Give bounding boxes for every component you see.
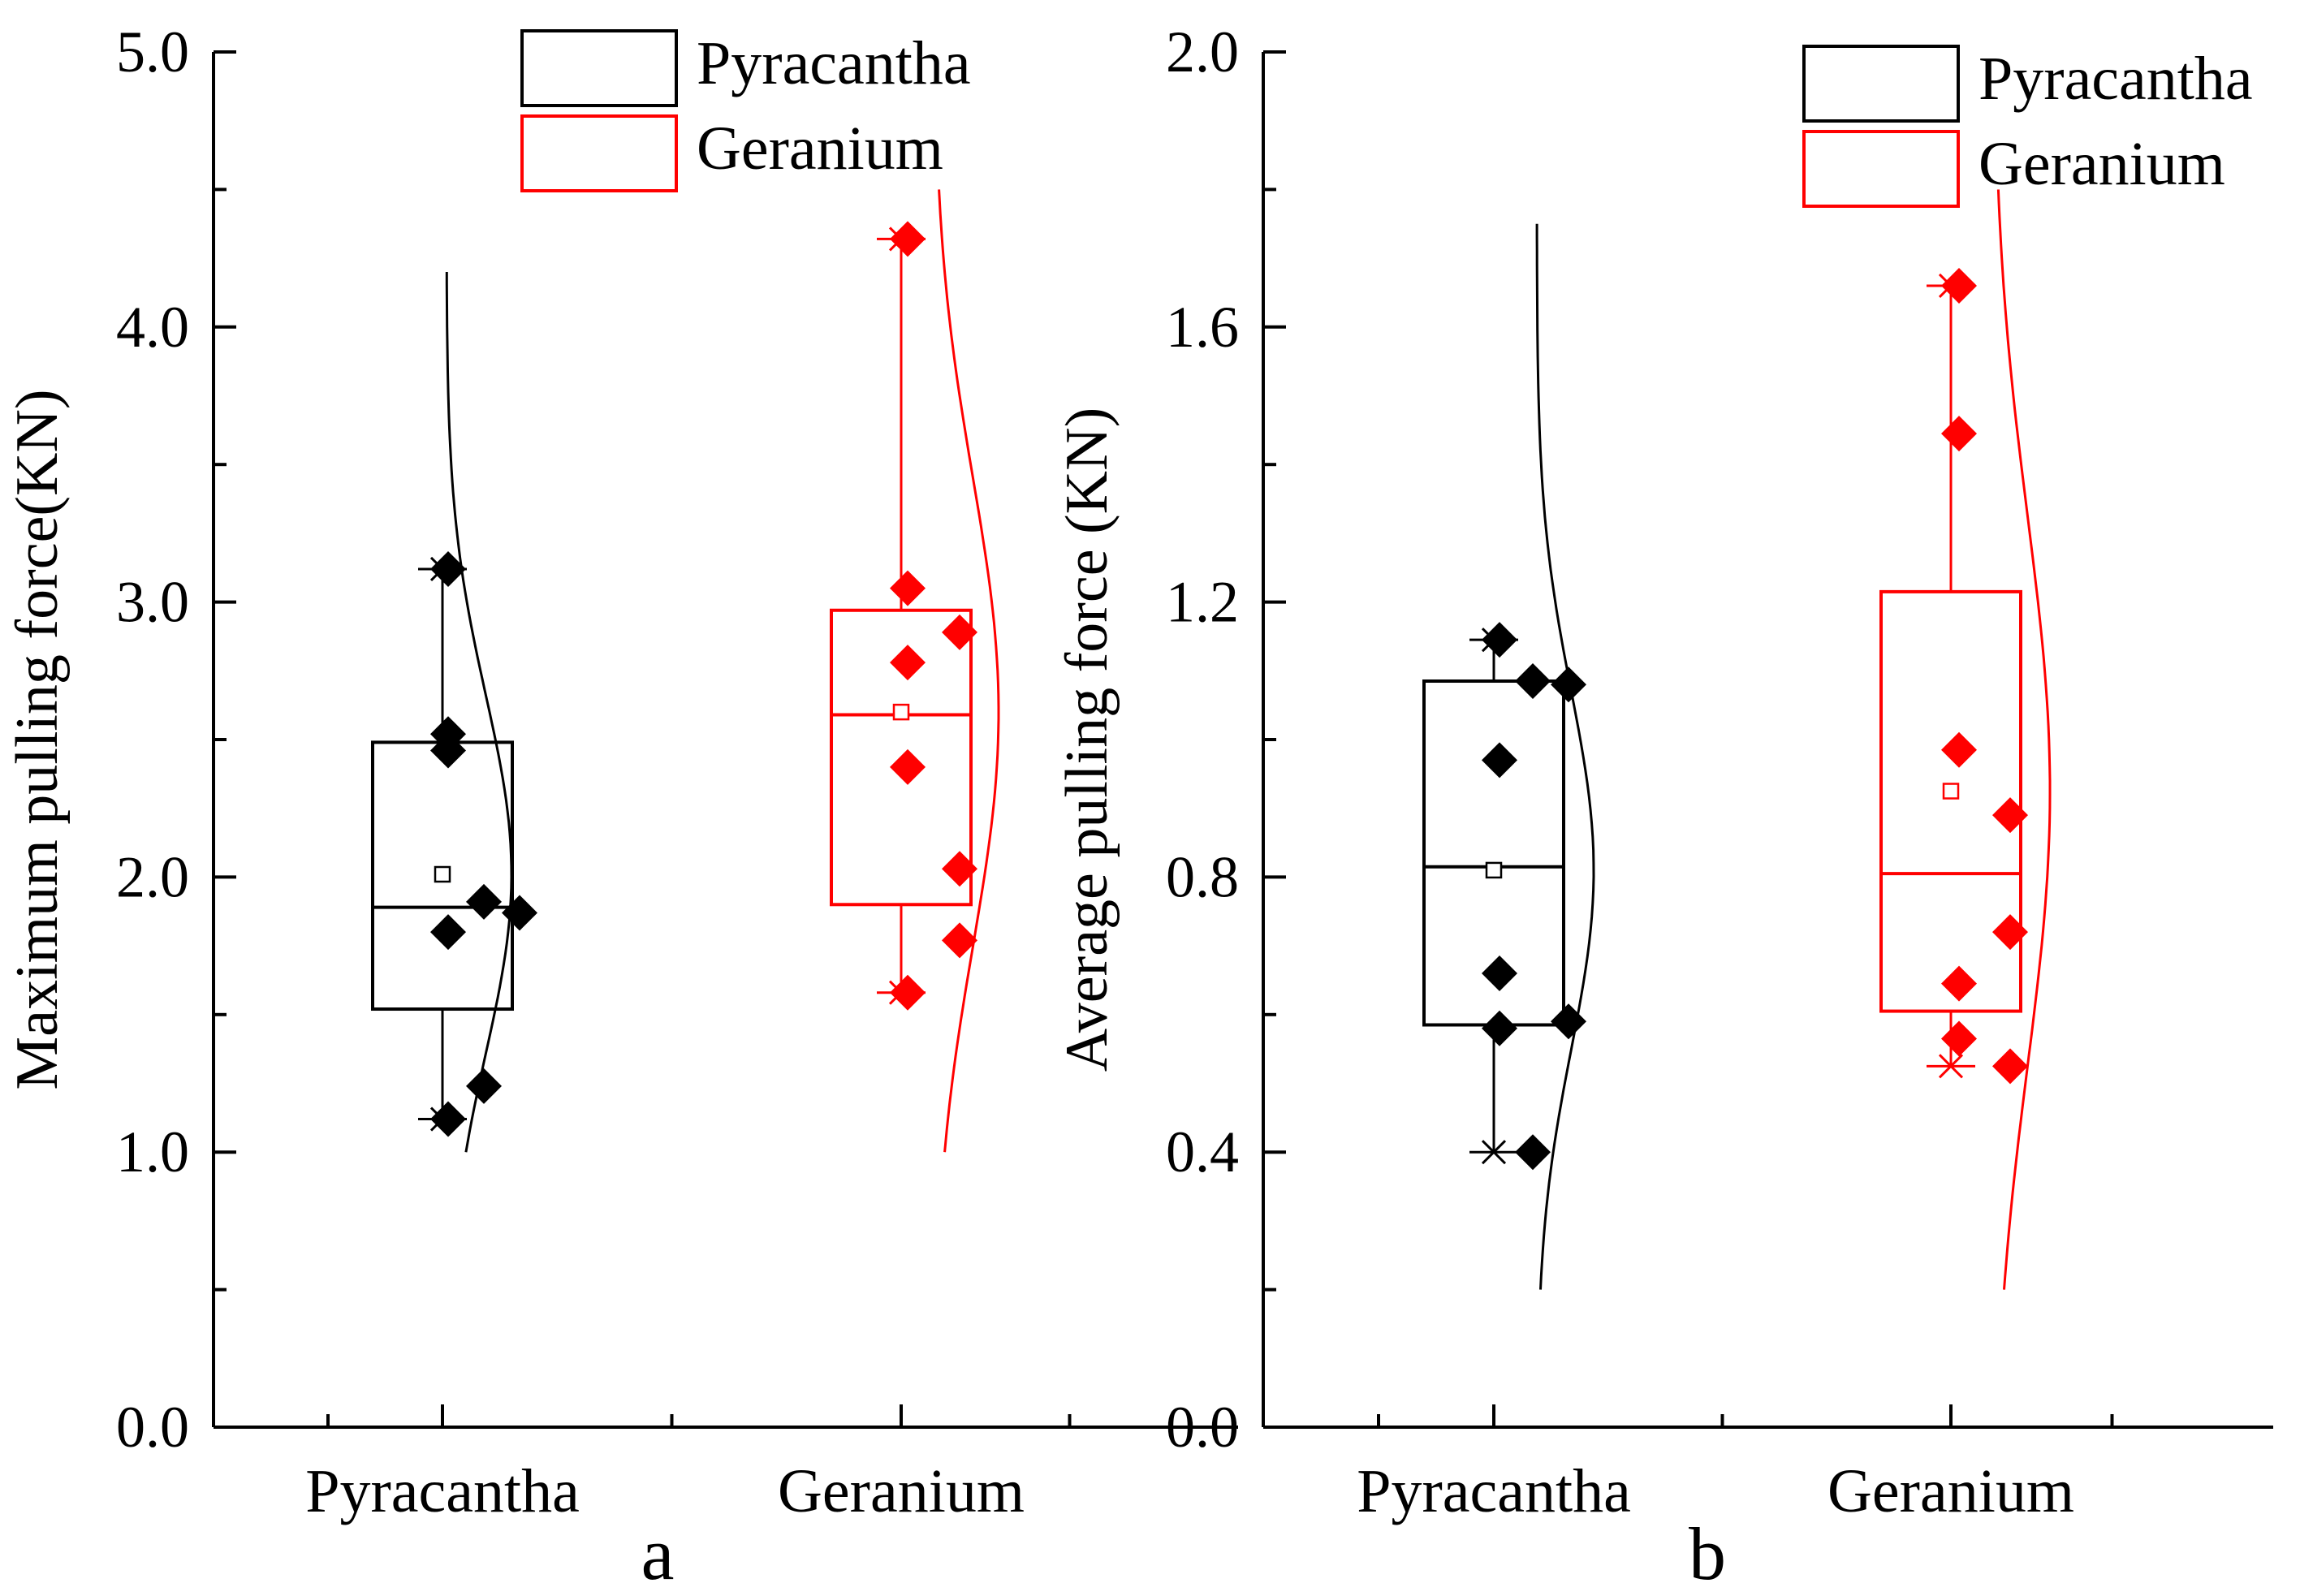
- mean-marker: [1485, 861, 1503, 879]
- y-axis-title: Maximum pulling force(KN): [4, 389, 71, 1089]
- y-tick-label: 1.6: [1166, 295, 1239, 360]
- y-tick-label: 3.0: [116, 570, 189, 635]
- y-tick-label: 0.0: [1166, 1395, 1239, 1460]
- series-pyracantha: [1422, 223, 1595, 1290]
- data-point: [1482, 742, 1517, 779]
- legend-swatch: [520, 114, 678, 192]
- data-point: [1992, 1048, 2028, 1085]
- distribution-curve: [1535, 223, 1595, 1290]
- data-point: [1482, 622, 1517, 658]
- data-point: [1941, 731, 1977, 768]
- x-tick-label: Geranium: [1827, 1457, 2074, 1525]
- data-point: [1551, 1003, 1586, 1040]
- data-point: [942, 922, 977, 959]
- data-point: [942, 851, 977, 887]
- y-tick-label: 2.0: [116, 844, 189, 909]
- box: [830, 608, 973, 907]
- series-geranium: [830, 189, 1000, 1153]
- data-point: [502, 895, 537, 931]
- distribution-curve: [938, 189, 1000, 1153]
- data-point: [1941, 267, 1977, 304]
- legend-swatch: [1802, 130, 1960, 208]
- data-point: [1482, 1010, 1517, 1046]
- y-tick-label: 0.4: [1166, 1119, 1239, 1184]
- data-point: [430, 1101, 466, 1137]
- y-tick-label: 1.2: [1166, 570, 1239, 635]
- data-point: [890, 748, 926, 785]
- panel-label: b: [1689, 1512, 1726, 1592]
- data-point: [466, 1068, 502, 1104]
- y-tick-label: 0.0: [116, 1395, 189, 1460]
- legend-label: Pyracantha: [697, 29, 971, 97]
- data-point: [1515, 1134, 1551, 1171]
- legend-label: Pyracantha: [1979, 45, 2253, 113]
- x-tick-label: Geranium: [778, 1457, 1025, 1525]
- y-tick-label: 4.0: [116, 295, 189, 360]
- data-point: [1941, 416, 1977, 452]
- legend-swatch: [1802, 45, 1960, 123]
- data-point: [430, 550, 466, 587]
- y-tick-label: 2.0: [1166, 19, 1239, 84]
- data-point: [1551, 666, 1586, 703]
- x-tick-label: Pyracantha: [1357, 1457, 1631, 1525]
- data-point: [466, 883, 502, 920]
- y-tick-label: 5.0: [116, 19, 189, 84]
- distribution-curve: [445, 272, 513, 1153]
- legend-label: Geranium: [697, 114, 943, 183]
- mean-marker: [892, 703, 910, 721]
- series-geranium: [1879, 189, 2052, 1290]
- distribution-curve: [1996, 189, 2052, 1290]
- data-point: [890, 974, 926, 1011]
- extreme-marker: [1481, 1140, 1507, 1165]
- data-point: [1482, 955, 1517, 991]
- data-point: [890, 221, 926, 257]
- y-tick-label: 0.8: [1166, 844, 1239, 909]
- data-point: [1992, 797, 2028, 834]
- data-point: [942, 614, 977, 650]
- data-point: [1941, 1020, 1977, 1057]
- mean-marker: [1942, 783, 1960, 800]
- extreme-marker: [1938, 1054, 1964, 1079]
- legend-label: Geranium: [1979, 130, 2225, 198]
- x-tick-label: Pyracantha: [305, 1457, 580, 1525]
- data-point: [1992, 914, 2028, 951]
- data-point: [890, 645, 926, 681]
- data-point: [890, 570, 926, 606]
- data-point: [1941, 965, 1977, 1002]
- series-pyracantha: [371, 272, 537, 1153]
- legend-swatch: [520, 29, 678, 107]
- data-point: [430, 732, 466, 769]
- box: [1879, 589, 2022, 1013]
- data-point: [430, 914, 466, 951]
- y-tick-label: 1.0: [116, 1119, 189, 1184]
- panel-label: a: [641, 1512, 675, 1592]
- mean-marker: [434, 865, 451, 883]
- data-point: [1515, 663, 1551, 700]
- y-axis-title: Average pulling force (KN): [1054, 408, 1120, 1072]
